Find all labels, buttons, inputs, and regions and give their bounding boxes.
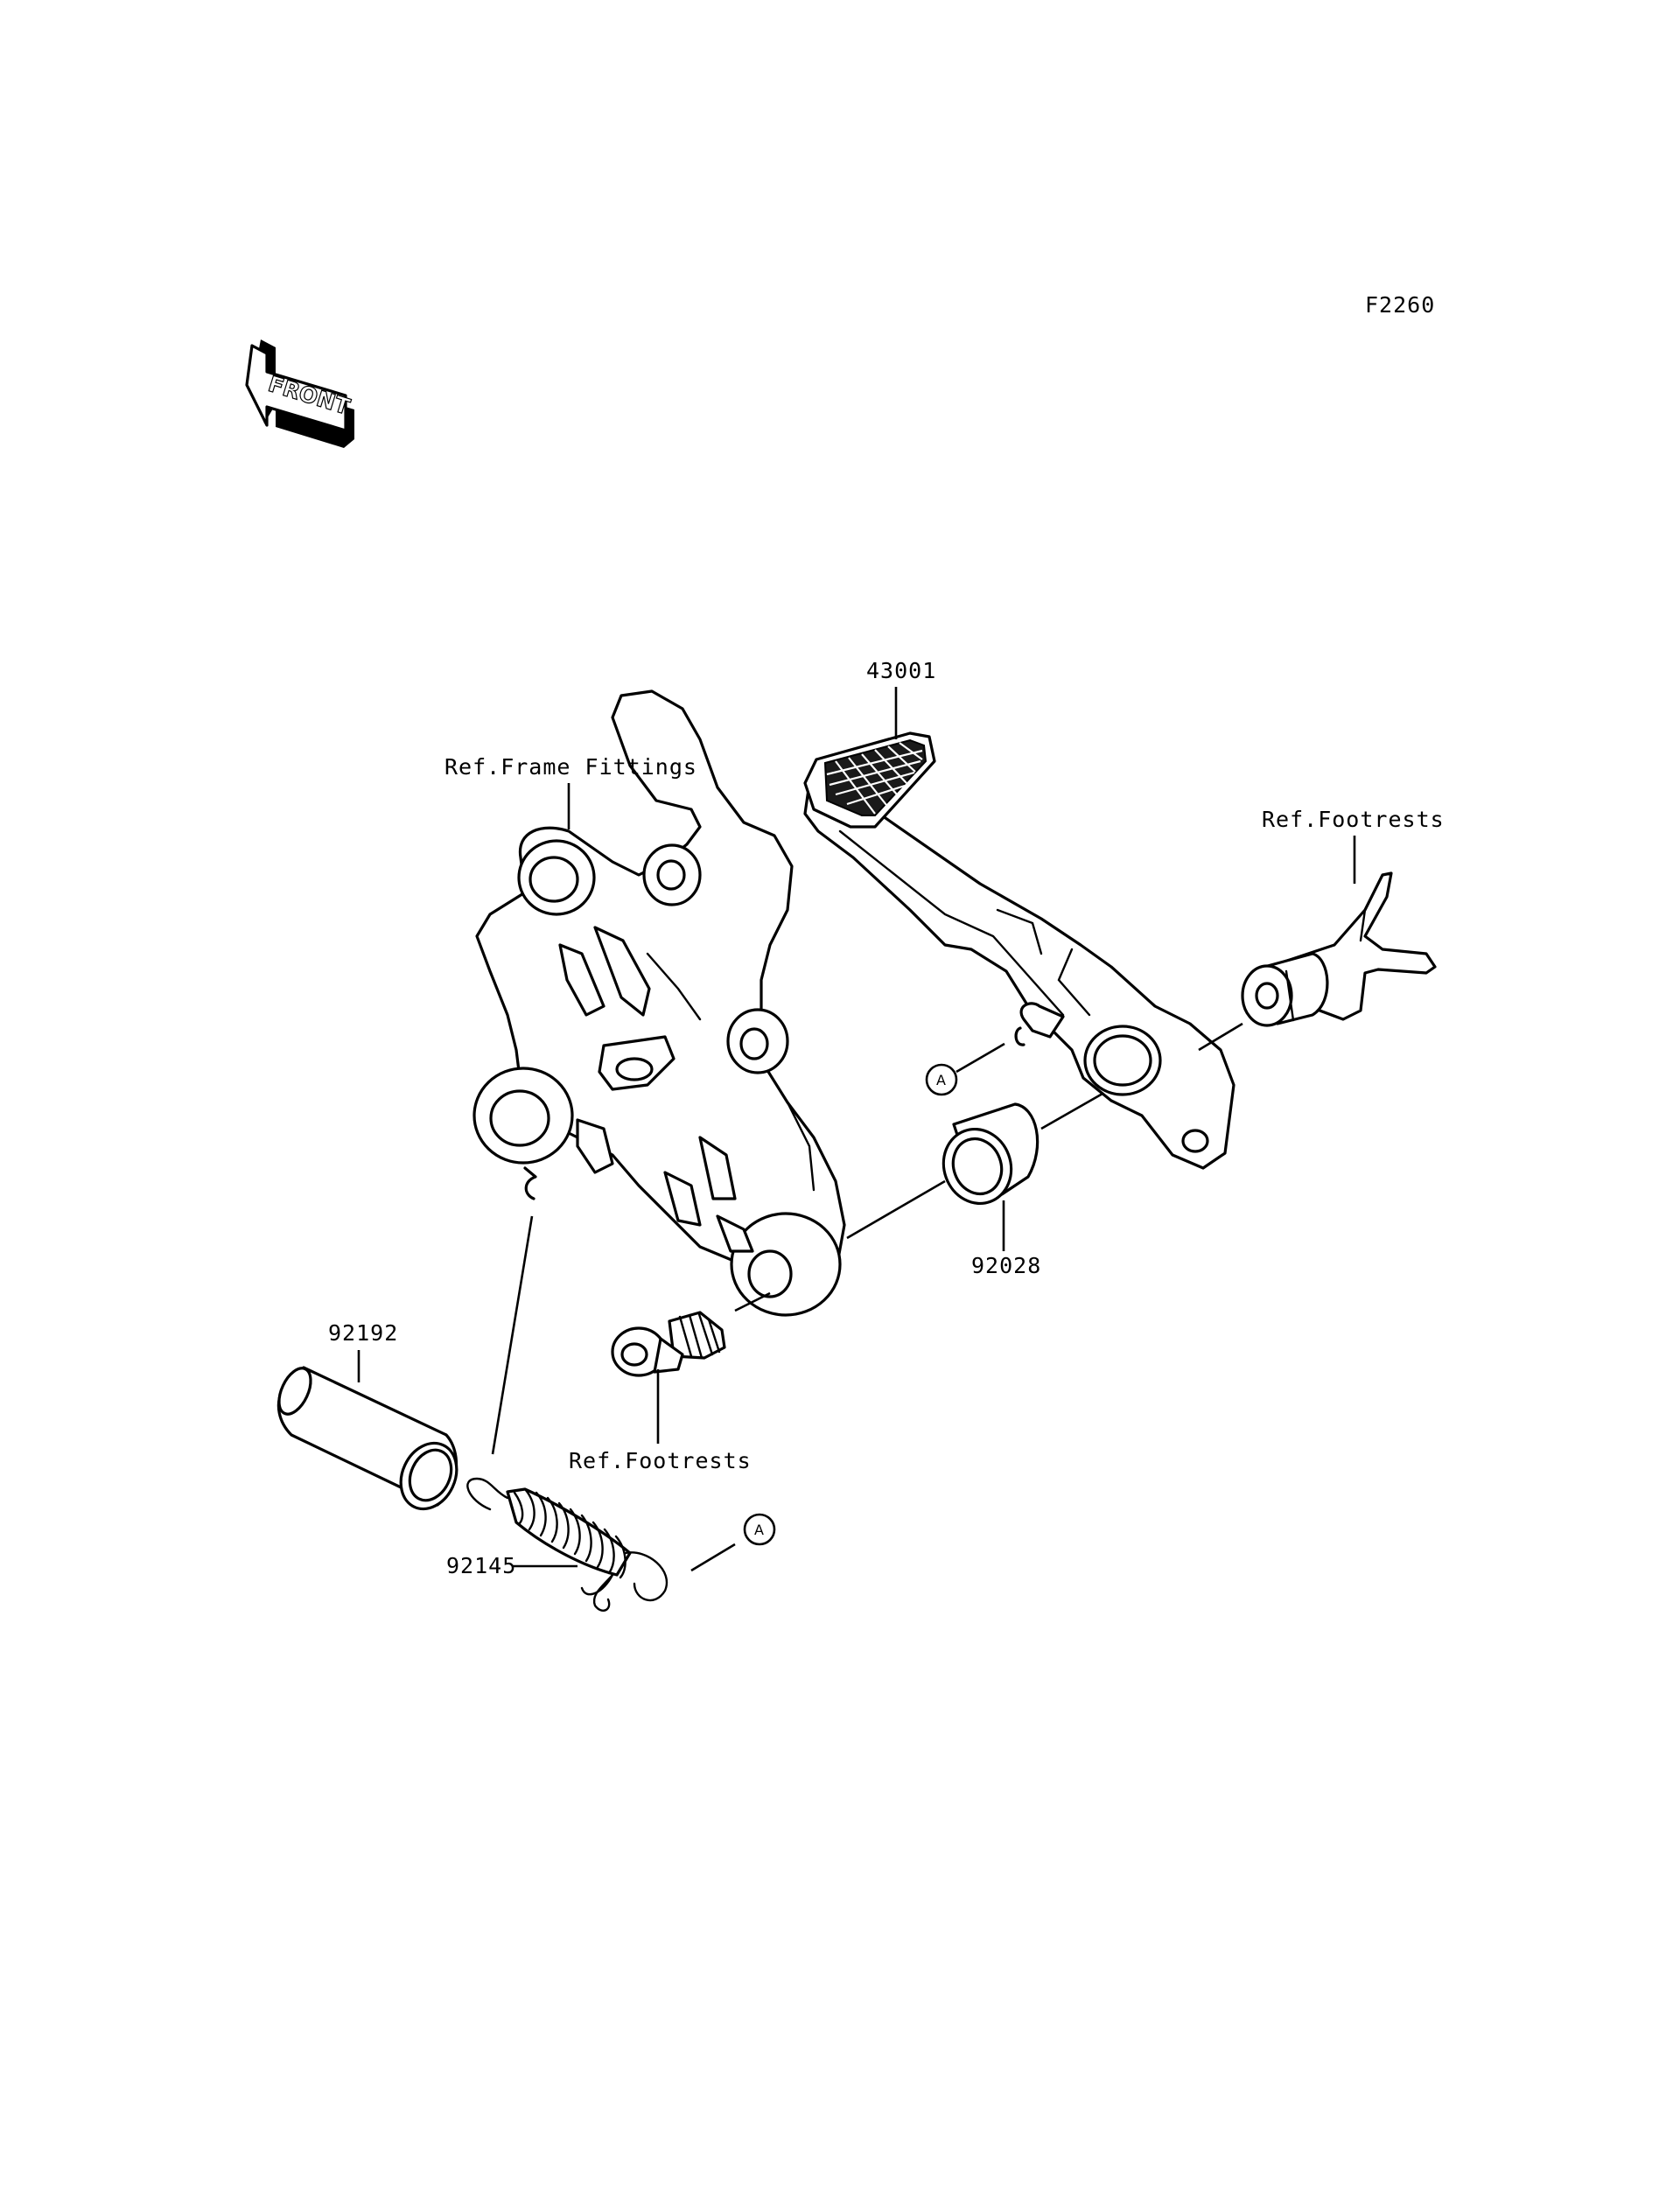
label-43001: 43001 [866, 658, 936, 683]
footrest-bracket [472, 689, 846, 1317]
label-92145: 92145 [446, 1553, 516, 1578]
callout-a-upper: A [925, 1063, 958, 1096]
front-arrow-icon: FRONT [245, 339, 354, 448]
footrest-clevis [1241, 871, 1437, 1027]
brake-pedal-43001 [803, 731, 1236, 1170]
label-92192: 92192 [328, 1320, 398, 1346]
bushing-92028 [942, 1102, 1040, 1206]
label-ref-frame-fittings: Ref.Frame Fittings [444, 754, 697, 780]
label-92028: 92028 [971, 1253, 1041, 1278]
pivot-bolt [611, 1311, 726, 1377]
label-ref-footrests-bottom: Ref.Footrests [569, 1448, 752, 1473]
svg-text:A: A [754, 1522, 764, 1538]
diagram-code: F2260 [1365, 292, 1435, 318]
label-ref-footrests-top: Ref.Footrests [1262, 807, 1445, 832]
spring-92145 [466, 1477, 668, 1612]
collar-92192 [276, 1366, 458, 1511]
svg-text:A: A [936, 1072, 946, 1088]
callout-a-lower: A [743, 1513, 776, 1546]
